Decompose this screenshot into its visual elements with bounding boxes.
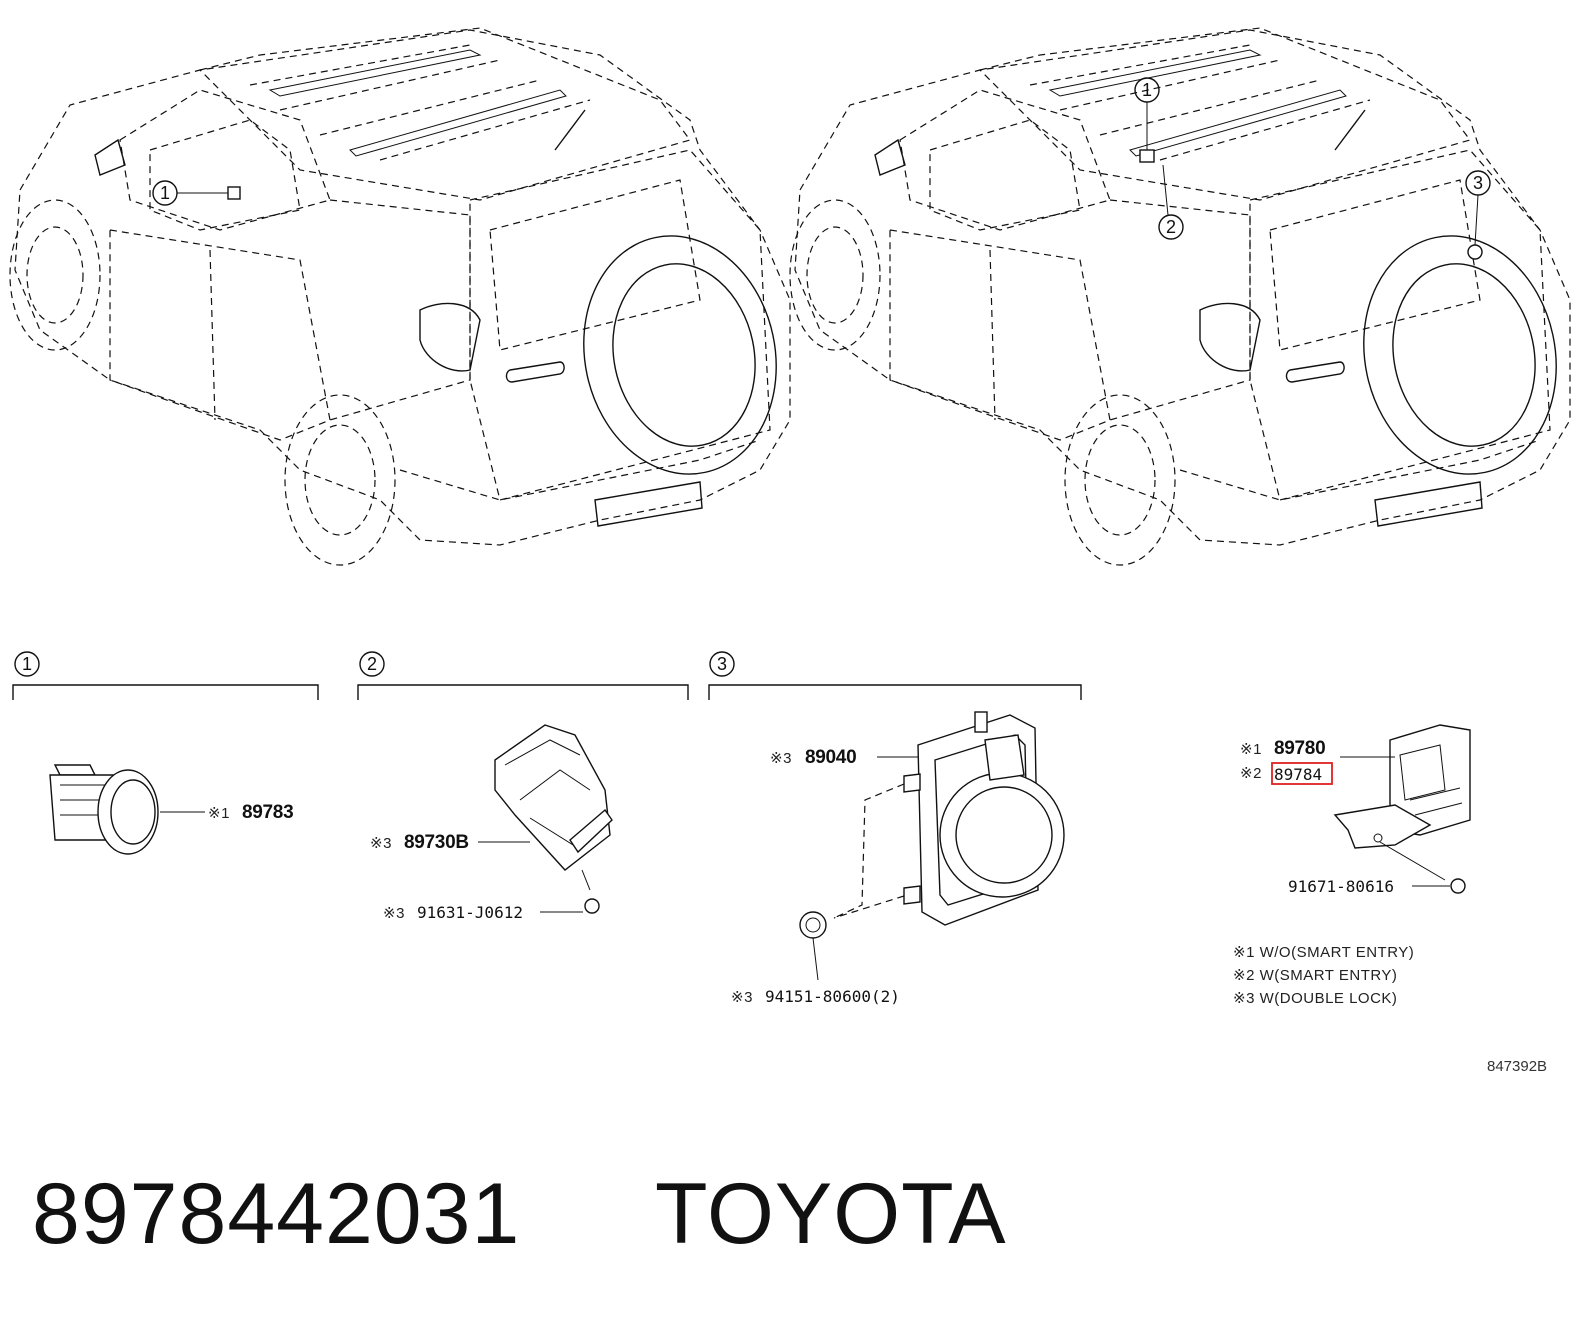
part-89040-number: 89040	[805, 747, 856, 768]
part-89784-number: 89784	[1274, 765, 1322, 784]
part-89730B-number: 89730B	[404, 832, 469, 853]
group-marker-2: 2	[367, 654, 377, 674]
part-89783-illustration	[49, 764, 205, 855]
part-91631-note: ※3	[383, 905, 405, 922]
group-header-1: 1	[12, 651, 319, 700]
part-89040-note: ※3	[770, 750, 792, 767]
part-89784-highlight	[1271, 762, 1333, 785]
legend-note-3: ※3 W(DOUBLE LOCK)	[1233, 990, 1397, 1007]
callout-2-right: 2	[1166, 217, 1176, 237]
part-89780-illustration	[1333, 724, 1471, 894]
vehicle-illustration-right: 1 2 3	[789, 27, 1571, 566]
callout-3-right: 3	[1473, 173, 1483, 193]
part-91671-number: 91671-80616	[1288, 877, 1394, 896]
caption-brand: TOYOTA	[655, 1166, 1007, 1262]
legend-note-2: ※2 W(SMART ENTRY)	[1233, 967, 1397, 984]
group-marker-1: 1	[22, 654, 32, 674]
part-89730B-note: ※3	[370, 835, 392, 852]
caption-part-number: 8978442031	[32, 1166, 520, 1262]
diagram-ref: 847392B	[1487, 1058, 1547, 1075]
part-89783-note: ※1	[208, 805, 230, 822]
part-89730B-illustration	[478, 724, 613, 914]
part-89780-note: ※1	[1240, 741, 1262, 758]
part-94151-note: ※3	[731, 989, 753, 1006]
group-marker-3: 3	[717, 654, 727, 674]
vehicle-illustration-left: 1	[9, 27, 791, 566]
part-89780-number: 89780	[1274, 738, 1325, 759]
notes-legend: ※1 W/O(SMART ENTRY) ※2 W(SMART ENTRY) ※3…	[1233, 944, 1414, 1007]
part-89783-number: 89783	[242, 802, 293, 823]
callout-1-left: 1	[160, 183, 170, 203]
part-89040-illustration	[799, 711, 1065, 981]
legend-note-1: ※1 W/O(SMART ENTRY)	[1233, 944, 1414, 961]
callout-1-right: 1	[1142, 80, 1152, 100]
group-header-3: 3	[708, 651, 1082, 700]
part-89784-note: ※2	[1240, 765, 1262, 782]
part-94151-number: 94151-80600(2)	[765, 987, 900, 1006]
group-header-2: 2	[357, 651, 689, 700]
part-91631-number: 91631-J0612	[417, 903, 523, 922]
